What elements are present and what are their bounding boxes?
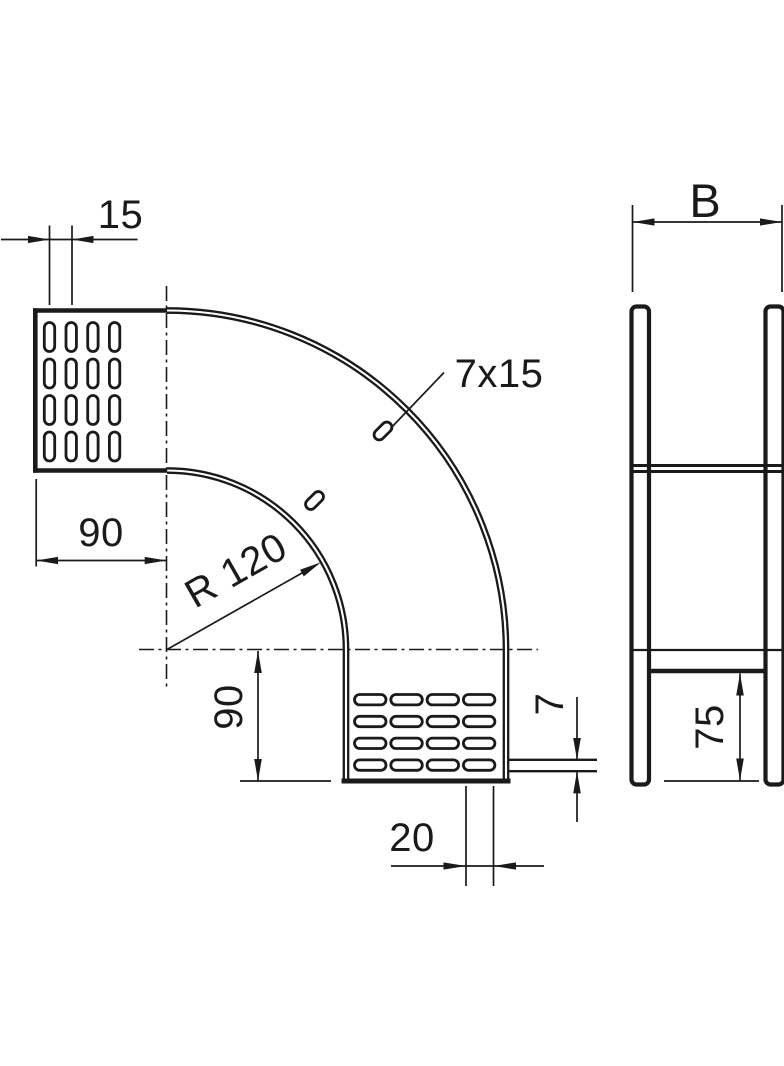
dimB-arrow-left (632, 218, 655, 226)
dim7-arrow-up (573, 771, 581, 794)
dim20-ext-lines (465, 786, 495, 886)
dim-width-label: B (689, 174, 720, 227)
dim75-arrow-bottom (736, 758, 744, 781)
inner-arc-line2 (166, 471, 345, 650)
dim15-ext-lines (48, 225, 73, 305)
dim90h-arrow-right (144, 556, 167, 565)
dim-end-tab-label: 20 (389, 816, 435, 860)
dim75-arrow-top (736, 673, 744, 696)
outer-arc-line1 (166, 307, 510, 650)
centerlines (139, 286, 538, 689)
dim-flange-label: 7 (528, 693, 572, 716)
outer-arc-line2 (166, 311, 505, 650)
dim90v-arrow-bottom (254, 759, 262, 781)
side-view-dimensions (631, 205, 783, 782)
radius-line (166, 568, 309, 651)
side-view-arrowheads (632, 218, 782, 781)
dim20-arrow-right (493, 862, 516, 870)
dim15-arrow-right (72, 235, 94, 244)
dim-radius-label: R 120 (178, 525, 295, 617)
dim-leg-horizontal-label: 90 (78, 511, 124, 555)
dimension-arrowheads (28, 235, 581, 870)
dim7-object-lines (509, 758, 597, 773)
inner-arc-line1 (166, 467, 350, 650)
dimB-ext-lines (631, 205, 783, 292)
slot-leader-line (389, 371, 445, 430)
main-view-bend-outline (33, 307, 511, 784)
bottom-plate-slots (353, 693, 497, 772)
dim-depth-label: 75 (688, 704, 732, 750)
dim7-arrow-down (573, 738, 581, 760)
dim90h-arrow-left (36, 556, 58, 565)
dim-slot-size-label: 7x15 (455, 352, 544, 396)
dimB-arrow-right (760, 218, 782, 226)
side-view-left-rail (629, 304, 652, 787)
dim15-arrow-left (28, 235, 50, 244)
dim-leg-vertical-label: 90 (207, 684, 251, 730)
dim90v-arrow-top (254, 651, 262, 673)
dim20-arrow-left (443, 862, 466, 870)
dim-slot-pitch-label: 15 (98, 193, 144, 237)
top-plate-slots (42, 321, 122, 463)
radius-arrowhead (300, 562, 321, 577)
curve-slots (304, 420, 394, 511)
side-view (629, 304, 784, 787)
side-view-right-rail (763, 304, 784, 787)
